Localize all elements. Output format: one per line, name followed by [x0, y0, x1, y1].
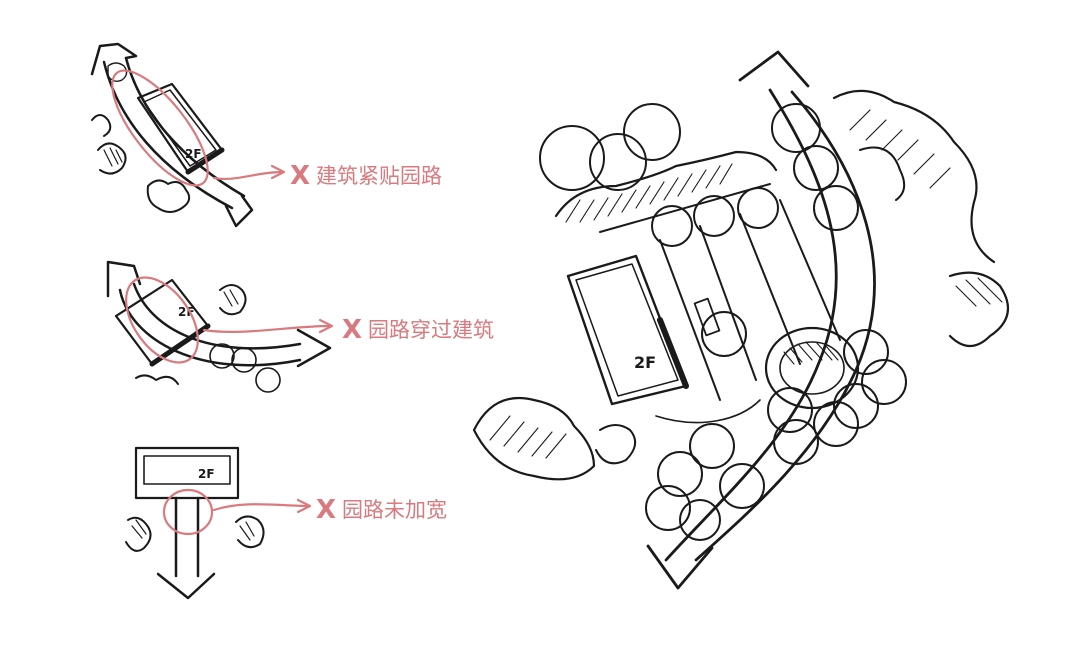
- shrub-hatching: [472, 89, 1010, 481]
- example-road-through-building: 2F X 园路穿过建筑: [106, 260, 494, 393]
- cross-mark: X: [342, 315, 362, 345]
- example-road-not-widened: 2F X 园路未加宽: [125, 446, 447, 600]
- building-block: 2F: [136, 82, 225, 175]
- annotation-3: X 园路未加宽: [212, 495, 447, 525]
- tree-hatching: [91, 62, 191, 213]
- cross-mark: X: [316, 495, 336, 525]
- building-block: 2F: [134, 446, 240, 500]
- floor-label: 2F: [185, 147, 202, 161]
- main-site-plan: 2F: [472, 50, 1010, 590]
- annotation-2: X 园路穿过建筑: [202, 315, 494, 345]
- central-plaza: [764, 326, 860, 410]
- label-road-not-widened: 园路未加宽: [342, 498, 447, 522]
- main-road-arrow: [646, 50, 876, 590]
- problem-highlight: [125, 276, 199, 364]
- road-arrow: [156, 496, 216, 600]
- problem-highlight: [162, 488, 214, 536]
- annotation-1: X 建筑紧贴园路: [212, 161, 442, 191]
- tree-hatching: [135, 284, 281, 393]
- cross-mark: X: [290, 161, 310, 191]
- road-arrow: [90, 42, 254, 228]
- problem-highlight: [111, 69, 209, 187]
- floor-label: 2F: [634, 353, 656, 372]
- label-road-through-building: 园路穿过建筑: [368, 318, 494, 342]
- floor-label: 2F: [178, 305, 195, 319]
- floor-label: 2F: [198, 467, 215, 481]
- tree-canopies: [539, 103, 907, 541]
- label-building-hugs-road: 建筑紧贴园路: [316, 164, 442, 188]
- main-building-strips: [599, 183, 841, 424]
- tree-hatching: [125, 515, 265, 552]
- main-building-2f: 2F: [566, 254, 689, 406]
- example-building-hugs-road: 2F X 建筑紧贴园路: [90, 42, 442, 228]
